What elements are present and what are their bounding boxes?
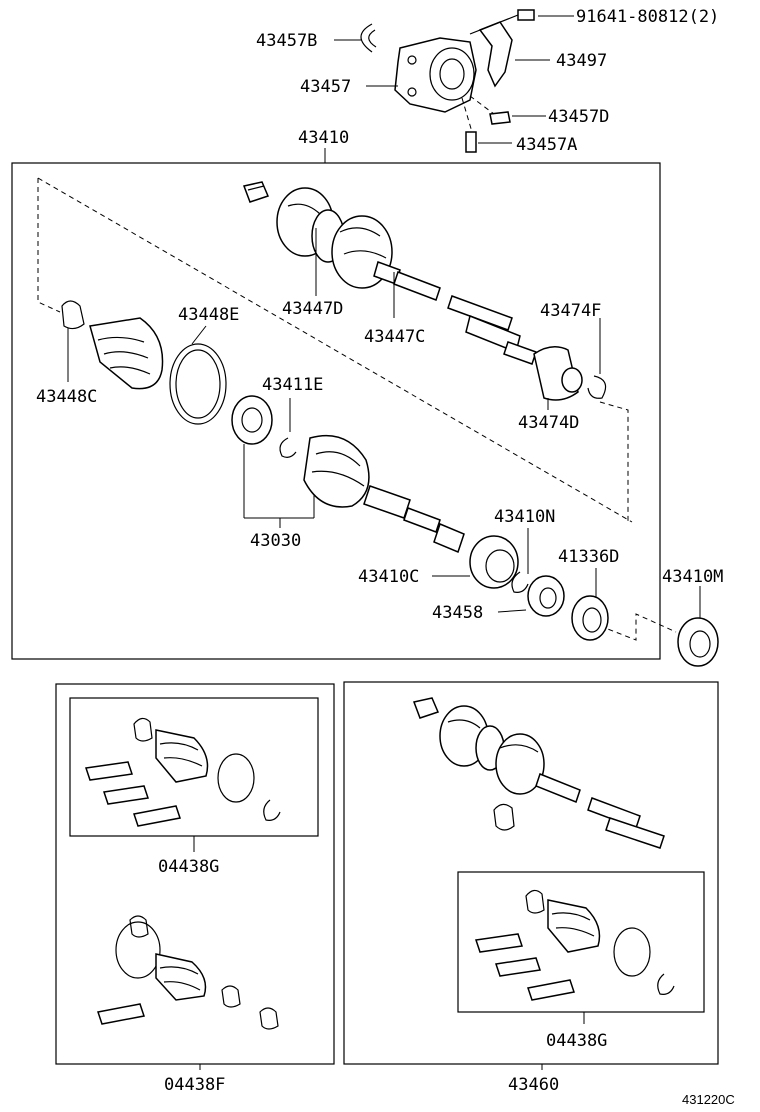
label-43457: 43457 (300, 77, 351, 97)
label-04438F: 04438F (164, 1075, 225, 1095)
label-43457D: 43457D (548, 107, 609, 127)
kit-frame-left (55, 683, 335, 1065)
label-43410: 43410 (298, 128, 349, 148)
bearing-bracket-assembly (360, 9, 535, 153)
label-04438G-left: 04438G (158, 857, 219, 877)
shaft-assembly-frame-43460 (343, 681, 719, 1065)
diagram-code: 431220C (682, 1092, 735, 1107)
kit-frame-04438G-right (457, 871, 705, 1013)
label-91641-80812: 91641-80812(2) (576, 7, 719, 27)
label-43410N: 43410N (494, 507, 555, 527)
seal-43410M (677, 617, 719, 667)
drive-shaft-frame (11, 162, 661, 660)
top-leaders (334, 15, 574, 144)
label-43447D: 43447D (282, 299, 343, 319)
shaft-assembly-43460 (412, 697, 665, 849)
label-43410C: 43410C (358, 567, 419, 587)
label-43448E: 43448E (178, 305, 239, 325)
label-04438G-right: 04438G (546, 1031, 607, 1051)
label-43458: 43458 (432, 603, 483, 623)
inner-shaft (303, 434, 465, 554)
boot-kit-04438G-left (85, 717, 281, 827)
label-43411E: 43411E (262, 375, 323, 395)
label-43448C: 43448C (36, 387, 97, 407)
label-43457B: 43457B (256, 31, 317, 51)
label-43457A: 43457A (516, 135, 577, 155)
boot-43448 (61, 300, 227, 425)
outer-shaft-assembly (242, 181, 537, 365)
dust-cover-43474D (533, 346, 607, 401)
label-43474D: 43474D (518, 413, 579, 433)
inner-joint-43030 (231, 395, 297, 458)
label-43410M: 43410M (662, 567, 723, 587)
label-43460: 43460 (508, 1075, 559, 1095)
label-43474F: 43474F (540, 301, 601, 321)
boot-kit-04438G-right (475, 889, 675, 1001)
label-41336D: 41336D (558, 547, 619, 567)
boot-kit-04438F (97, 915, 279, 1030)
label-43497: 43497 (556, 51, 607, 71)
label-43030: 43030 (250, 531, 301, 551)
label-43447C: 43447C (364, 327, 425, 347)
bearing-set (469, 535, 609, 641)
